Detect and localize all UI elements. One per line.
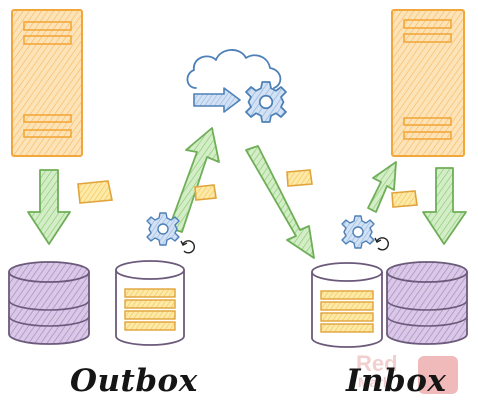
inbox-label: Inbox bbox=[346, 363, 447, 399]
arrow-down-right-icon bbox=[422, 167, 467, 245]
arrow-right-icon bbox=[193, 87, 241, 113]
refresh-icon bbox=[374, 237, 389, 251]
inbox-server-icon bbox=[391, 9, 465, 157]
outbox-table-database-icon bbox=[115, 260, 185, 346]
outbox-gear-icon bbox=[146, 212, 180, 246]
inbox-table-database-icon bbox=[311, 262, 383, 348]
arrow-up-to-cloud-icon bbox=[168, 127, 220, 233]
message-icon bbox=[286, 169, 313, 187]
refresh-icon bbox=[180, 240, 195, 254]
arrow-down-left-icon bbox=[27, 169, 71, 245]
watermark-logo-mark bbox=[418, 356, 458, 394]
cloud-gear-icon bbox=[245, 81, 287, 123]
watermark-text: Red bbox=[356, 351, 398, 376]
message-icon bbox=[194, 184, 217, 201]
outbox-label: Outbox bbox=[70, 363, 198, 399]
outbox-server-icon bbox=[11, 9, 83, 157]
message-icon bbox=[77, 180, 113, 204]
arrow-up-to-inbox-server-icon bbox=[367, 161, 397, 213]
watermark-logo: Red Mark bbox=[356, 350, 468, 400]
watermark-text-line2: Mark bbox=[358, 374, 391, 390]
inbox-gear-icon bbox=[341, 215, 375, 249]
inbox-business-database-icon bbox=[386, 261, 468, 345]
arrow-down-from-cloud-icon bbox=[245, 145, 315, 259]
cloud-icon bbox=[186, 49, 282, 89]
message-icon bbox=[391, 190, 418, 208]
outbox-business-database-icon bbox=[8, 261, 90, 345]
